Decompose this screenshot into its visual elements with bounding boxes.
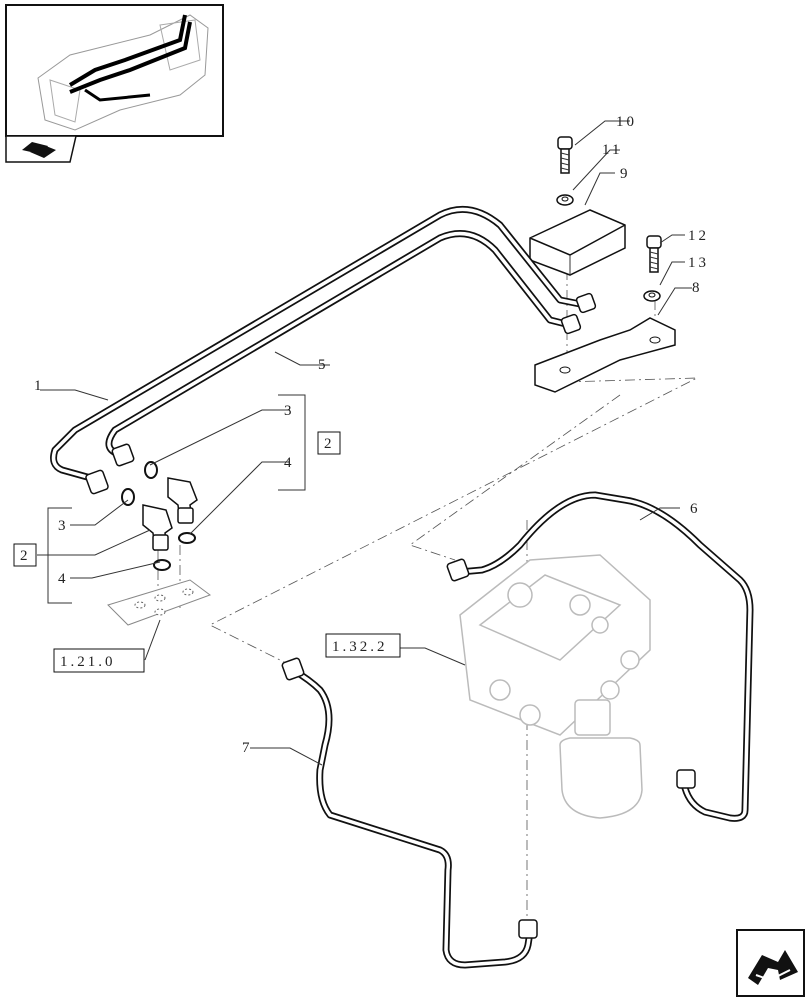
svg-text:2: 2 <box>324 436 335 452</box>
callout-13: 13 <box>688 255 709 271</box>
pipe-nuts <box>85 292 597 495</box>
pipe-1 <box>50 205 589 484</box>
callout-3-left: 3 <box>58 518 69 534</box>
pipe-5 <box>105 230 574 459</box>
elbow-fittings <box>142 477 198 551</box>
mounting-plate <box>107 579 212 626</box>
ref-box-1-32-2[interactable]: 1.32.2 <box>325 633 401 658</box>
callout-8: 8 <box>692 280 703 296</box>
bolt-10 <box>557 136 573 174</box>
svg-text:1.32.2: 1.32.2 <box>332 639 388 655</box>
callout-box-2-right[interactable]: 2 <box>317 431 341 455</box>
callout-4-right: 4 <box>284 455 295 471</box>
callout-box-2-left[interactable]: 2 <box>13 543 37 567</box>
callout-1: 1 <box>34 378 45 394</box>
pipe-6 <box>446 491 754 822</box>
callout-10: 10 <box>616 114 637 130</box>
clamp-9 <box>529 209 626 276</box>
svg-text:1.21.0: 1.21.0 <box>60 654 116 670</box>
callout-6: 6 <box>690 501 701 517</box>
ref-box-1-21-0[interactable]: 1.21.0 <box>53 648 145 673</box>
callout-5: 5 <box>318 357 329 373</box>
pipe-7 <box>281 657 538 969</box>
callout-4-left: 4 <box>58 571 69 587</box>
transmission-thumbnail[interactable] <box>5 4 224 137</box>
callout-3-right: 3 <box>284 403 295 419</box>
callout-12: 12 <box>688 228 709 244</box>
callout-11: 11 <box>602 142 622 158</box>
bracket-8 <box>534 317 676 393</box>
callout-7: 7 <box>242 740 253 756</box>
svg-text:2: 2 <box>20 548 31 564</box>
valve-block <box>459 554 651 819</box>
leader-lines <box>37 120 692 766</box>
next-page-arrow-icon[interactable] <box>736 929 805 997</box>
callout-9: 9 <box>620 166 631 182</box>
washer-11 <box>556 194 574 206</box>
washer-13 <box>643 290 661 302</box>
book-arrow-icon[interactable] <box>5 135 77 163</box>
bolt-12 <box>646 235 662 273</box>
